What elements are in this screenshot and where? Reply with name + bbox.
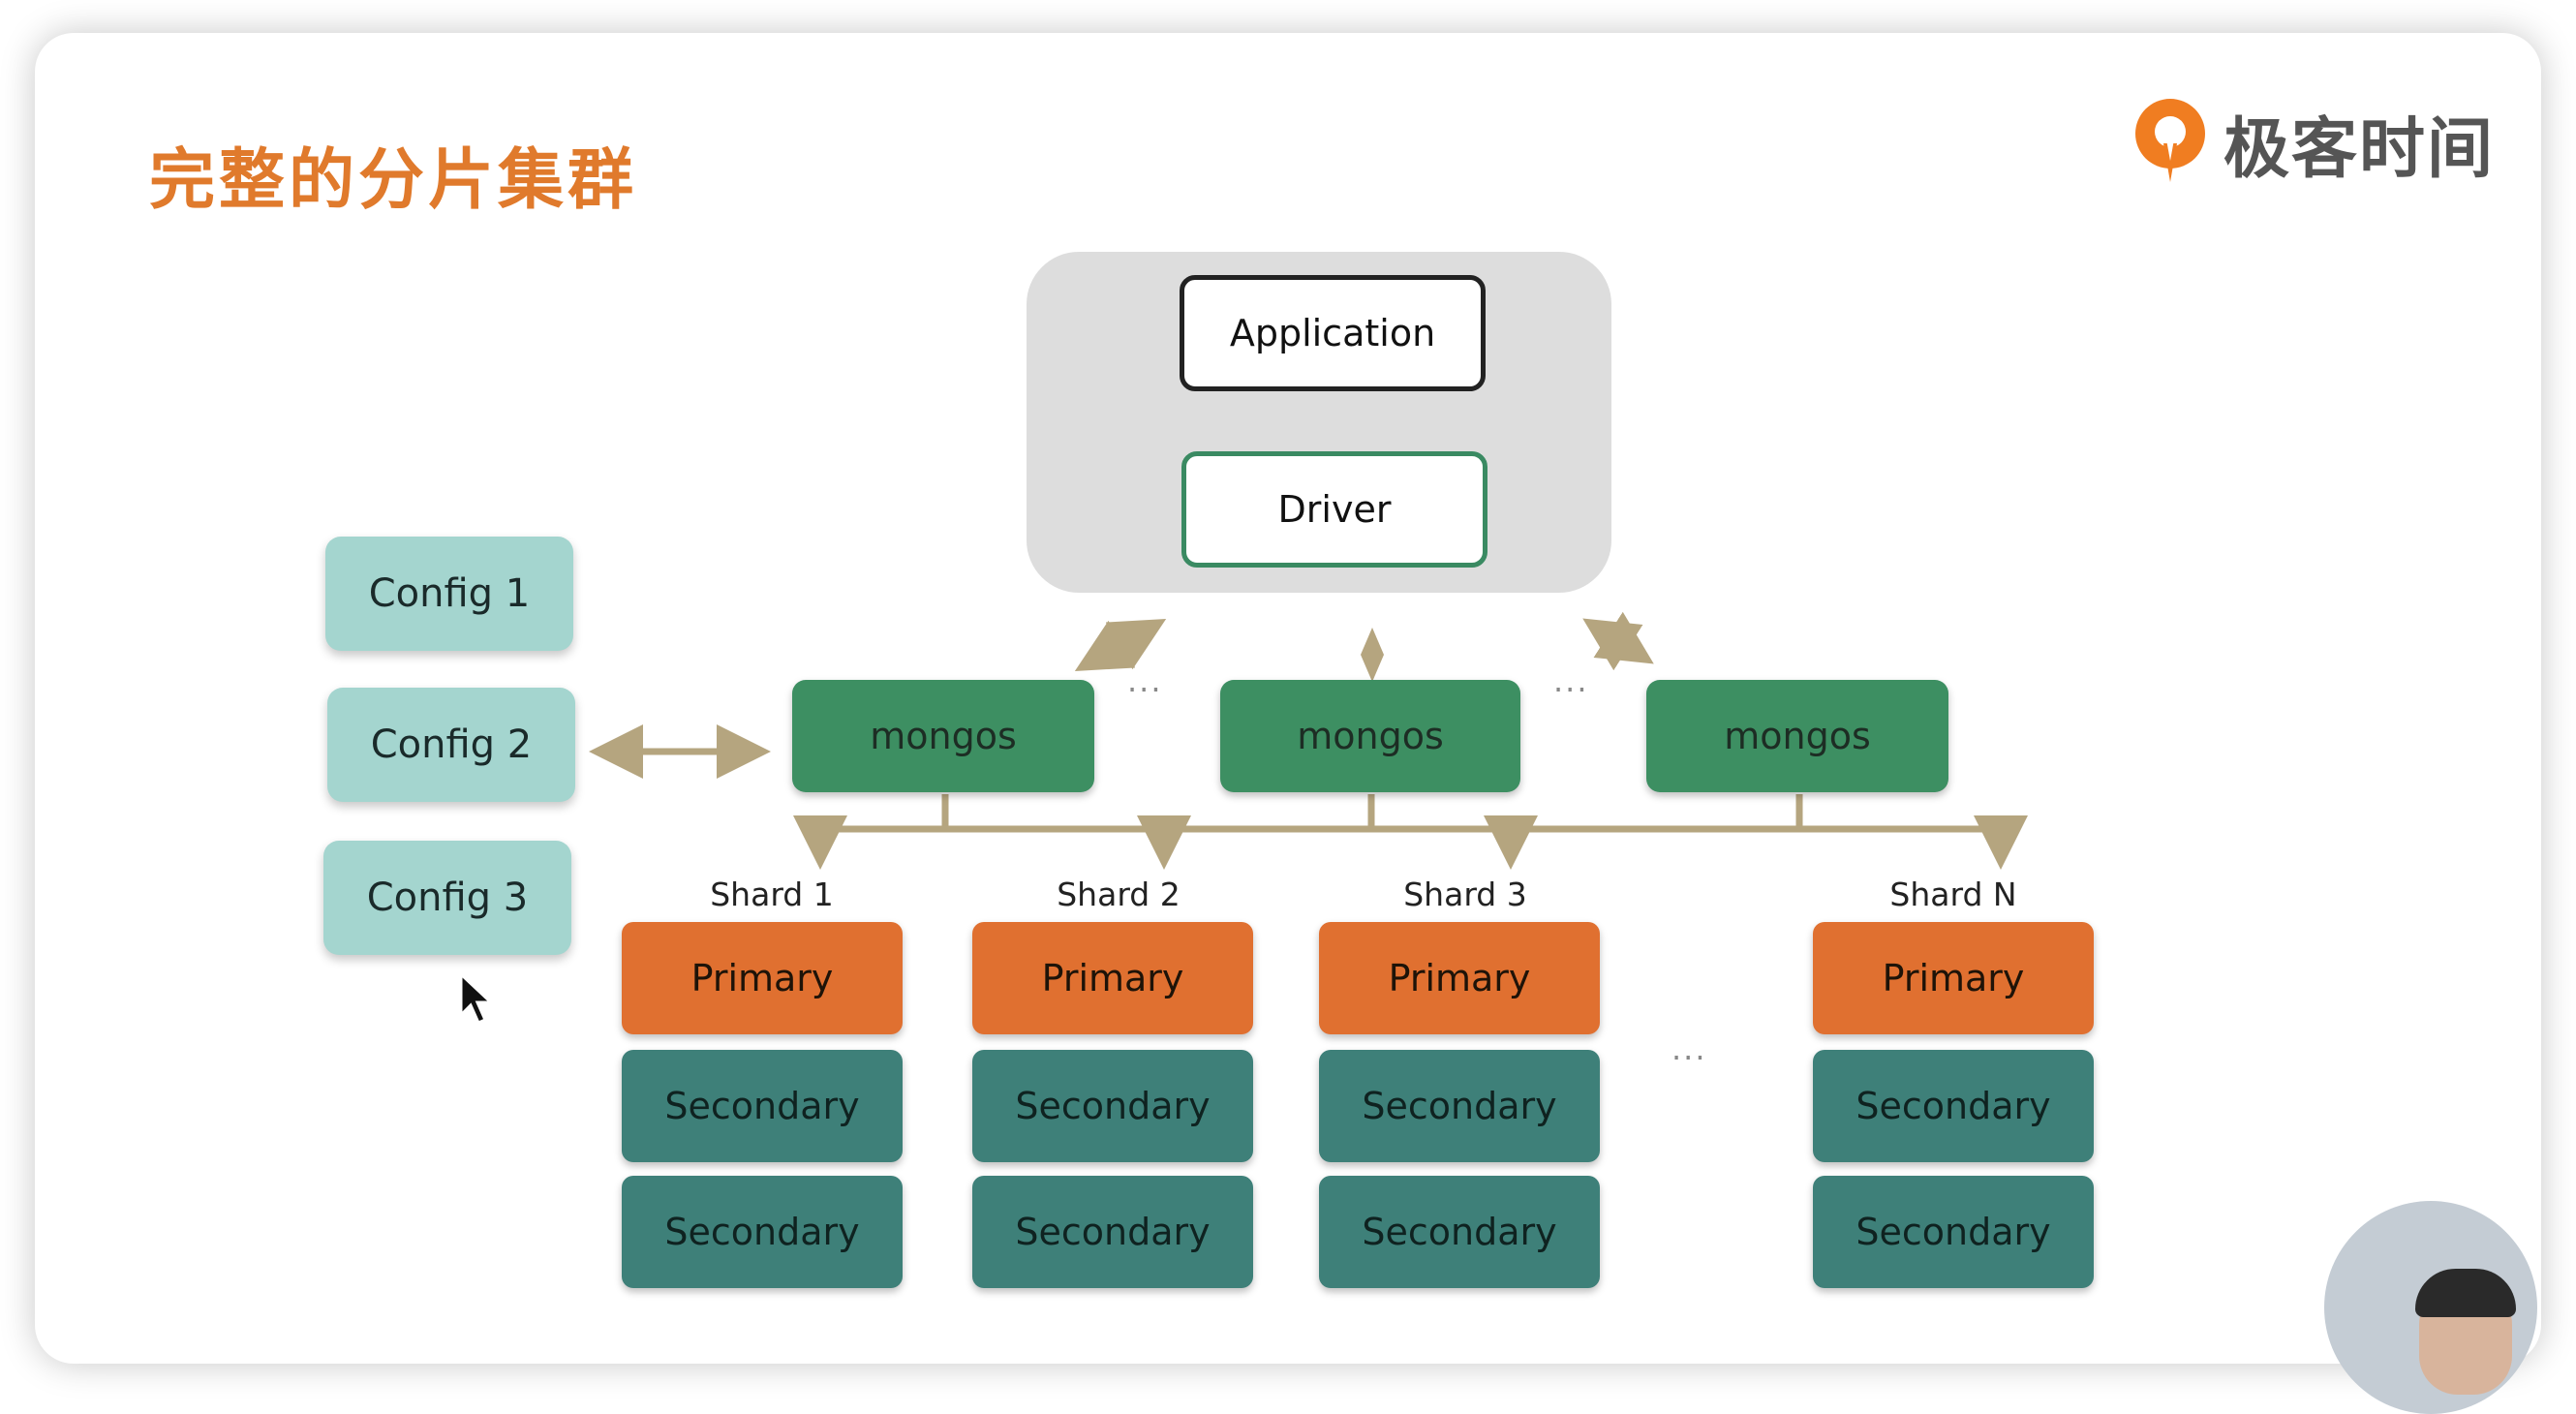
shard-secondary: Secondary (972, 1176, 1253, 1288)
page-title: 完整的分片集群 (149, 142, 638, 219)
driver-box: Driver (1181, 451, 1487, 568)
application-box: Application (1180, 275, 1486, 391)
shard-secondary: Secondary (1813, 1050, 2094, 1162)
panel-mongos3-arrow (1582, 611, 1654, 671)
ellipsis: ... (1553, 662, 1589, 699)
presenter-hair (2415, 1269, 2516, 1317)
shard-label: Shard 1 (710, 876, 834, 913)
shard-secondary: Secondary (622, 1176, 903, 1288)
logo-text: 极客时间 (2223, 111, 2496, 188)
shard-secondary: Secondary (1319, 1050, 1600, 1162)
logo: 极客时间 (2127, 77, 2533, 213)
shard-secondary: Secondary (1319, 1176, 1600, 1288)
presenter-video-avatar (2324, 1201, 2537, 1414)
driver-mongos-diamond (1361, 628, 1384, 682)
shard-secondary: Secondary (622, 1050, 903, 1162)
config-server: Config 2 (327, 688, 575, 802)
mongos-node: mongos (792, 680, 1094, 792)
panel-mongos1-arrow (1074, 619, 1167, 671)
ellipsis: ... (1671, 1030, 1707, 1067)
shard-secondary: Secondary (972, 1050, 1253, 1162)
shard-primary: Primary (1319, 922, 1600, 1034)
shard-primary: Primary (1813, 922, 2094, 1034)
shard-primary: Primary (622, 922, 903, 1034)
ellipsis: ... (1127, 662, 1163, 699)
config-server: Config 1 (325, 537, 573, 651)
mongos-node: mongos (1646, 680, 1948, 792)
shard-label: Shard N (1889, 876, 2017, 913)
mongos-node: mongos (1220, 680, 1520, 792)
shard-primary: Primary (972, 922, 1253, 1034)
shard-label: Shard 2 (1057, 876, 1181, 913)
geektime-logo-icon (2135, 99, 2205, 182)
shard-label: Shard 3 (1403, 876, 1527, 913)
mouse-cursor-icon (459, 972, 495, 1025)
config-server: Config 3 (323, 841, 571, 955)
shard-secondary: Secondary (1813, 1176, 2094, 1288)
